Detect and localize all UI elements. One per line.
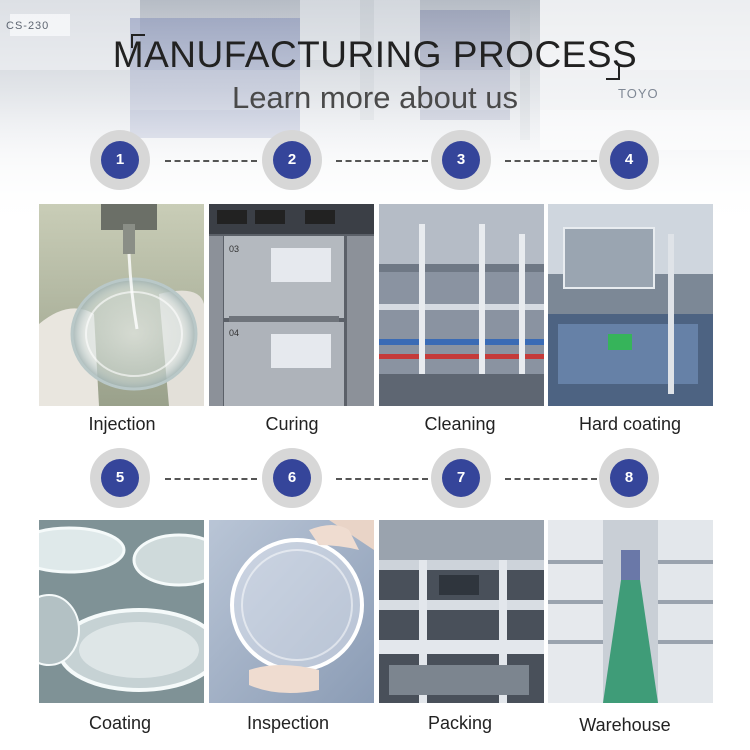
step-6-marker: 6 <box>262 448 322 508</box>
step-3-marker: 3 <box>431 130 491 190</box>
step-label: Coating <box>88 713 152 733</box>
step-label: Warehouse <box>579 715 671 735</box>
background-sign-text: CS-230 <box>6 20 50 32</box>
injection-photo <box>39 204 204 406</box>
step-4-marker: 4 <box>599 130 659 190</box>
step-connector <box>505 478 597 482</box>
step-2-marker: 2 <box>262 130 322 190</box>
step-number: 3 <box>442 141 480 179</box>
coating-photo <box>39 520 204 703</box>
step-connector <box>336 160 428 164</box>
step-8-marker: 8 <box>599 448 659 508</box>
step-1-marker: 1 <box>90 130 150 190</box>
cleaning-photo <box>379 204 544 406</box>
step-number: 7 <box>442 459 480 497</box>
warehouse-photo <box>548 520 713 703</box>
oven-door-label: 04 <box>229 328 239 338</box>
step-number: 2 <box>273 141 311 179</box>
step-number: 1 <box>101 141 139 179</box>
inspection-photo <box>209 520 374 703</box>
step-label: Curing <box>265 414 319 434</box>
title-bracket-top-left <box>131 34 145 48</box>
oven-door-label: 03 <box>229 244 239 254</box>
step-number: 5 <box>101 459 139 497</box>
step-5-marker: 5 <box>90 448 150 508</box>
step-label: Packing <box>427 713 493 733</box>
step-connector <box>505 160 597 164</box>
page-subtitle: Learn more about us <box>231 80 519 115</box>
step-number: 8 <box>610 459 648 497</box>
step-connector <box>165 160 257 164</box>
title-bracket-bottom-right <box>606 66 620 80</box>
step-number: 4 <box>610 141 648 179</box>
step-7-marker: 7 <box>431 448 491 508</box>
curing-photo: 03 04 <box>209 204 374 406</box>
packing-photo <box>379 520 544 703</box>
page-title: MANUFACTURING PROCESS <box>112 34 638 75</box>
factory-background-photo: CS-230 TOYO <box>0 0 750 230</box>
step-label: Cleaning <box>424 414 496 434</box>
step-label: Hard coating <box>578 414 682 434</box>
step-label: Inspection <box>246 713 330 733</box>
step-connector <box>165 478 257 482</box>
hard-coating-photo <box>548 204 713 406</box>
background-machine-brand: TOYO <box>618 86 659 101</box>
step-connector <box>336 478 428 482</box>
step-label: Injection <box>88 414 156 434</box>
step-number: 6 <box>273 459 311 497</box>
